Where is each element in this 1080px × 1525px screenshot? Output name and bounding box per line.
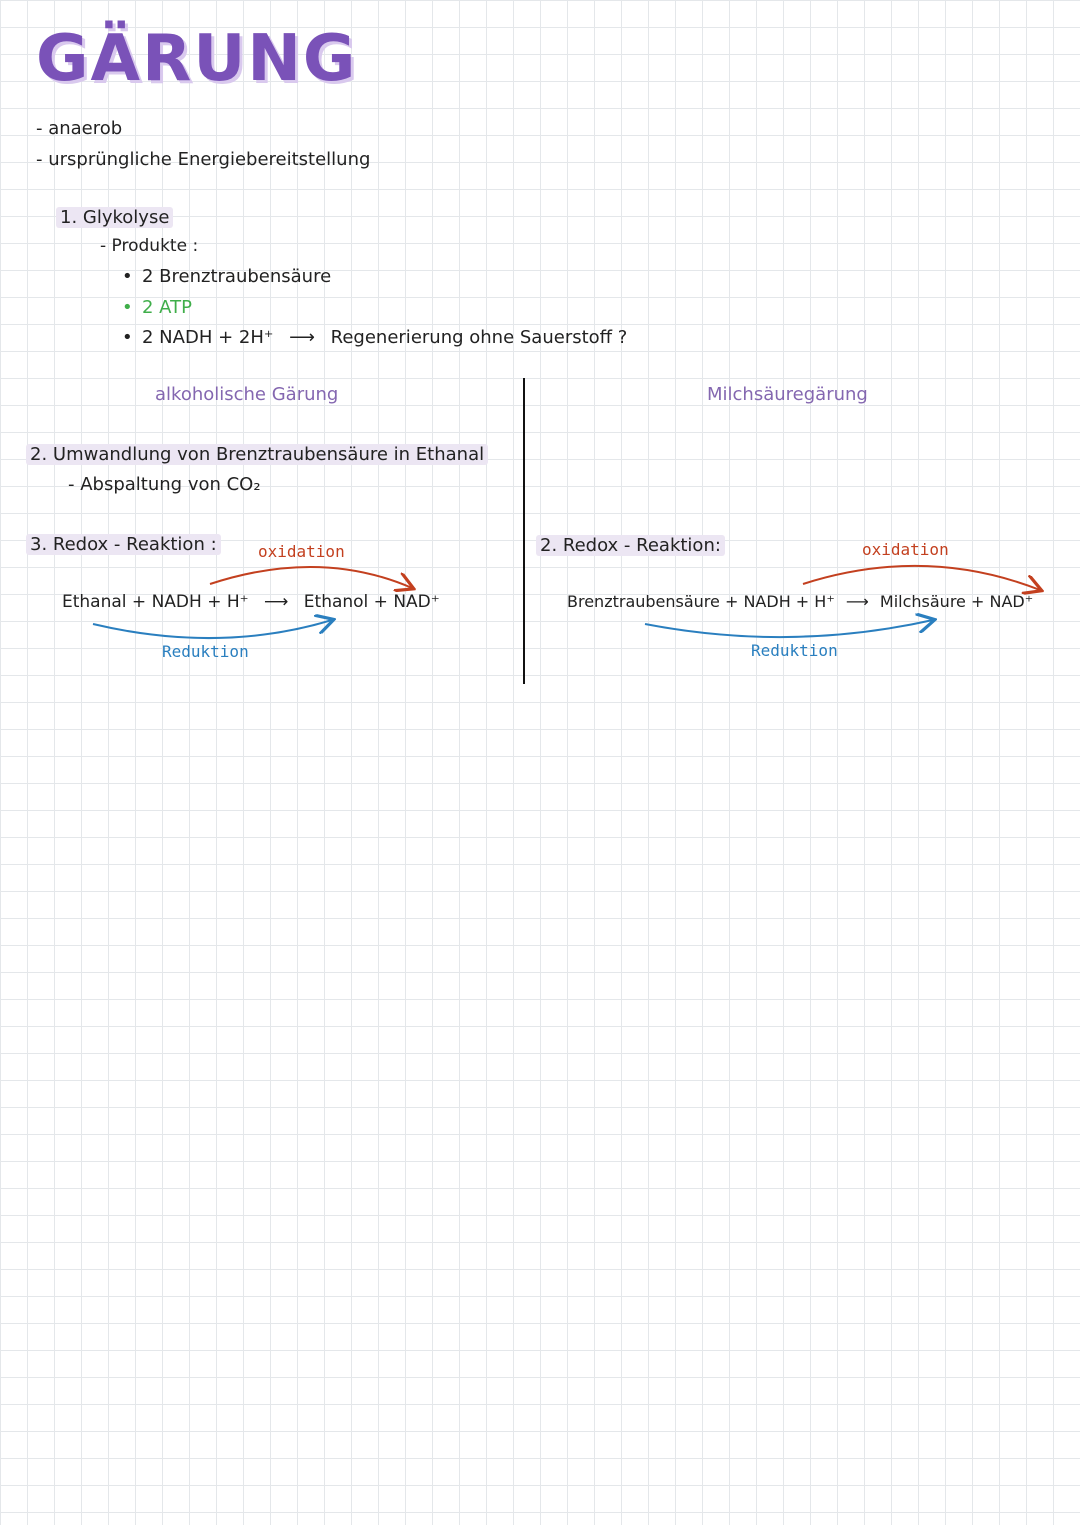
alcoholic-reduction-arrow	[92, 620, 332, 639]
alcoholic-step2: 2. Umwandlung von Brenztraubensäure in E…	[26, 444, 489, 465]
page-title: GÄRUNG	[36, 22, 358, 96]
alcoholic-reduction-label: Reduktion	[162, 642, 249, 661]
alcoholic-step2-sub: - Abspaltung von CO₂	[68, 474, 261, 495]
alcoholic-title: alkoholische Gärung	[155, 384, 339, 405]
bullet-icon: •	[122, 266, 133, 287]
product-item: • 2 Brenztraubensäure	[122, 266, 331, 287]
lactic-title: Milchsäuregärung	[707, 384, 868, 405]
bullet-icon: •	[122, 297, 133, 318]
lactic-eq-right: Milchsäure + NAD⁺	[879, 592, 1034, 611]
product-item: • 2 NADH + 2H⁺ ⟶ Regenerierung ohne Sauer…	[122, 327, 627, 348]
product-nadh: 2 NADH + 2H⁺	[142, 327, 274, 348]
bullet-icon: •	[122, 327, 133, 348]
regeneration-question: Regenerierung ohne Sauerstoff ?	[330, 327, 628, 348]
intro-anaerob: - anaerob	[36, 118, 123, 139]
alcoholic-oxidation-label: oxidation	[258, 542, 345, 561]
alcoholic-step2-text: 2. Umwandlung von Brenztraubensäure in E…	[26, 444, 489, 465]
alcoholic-step3-text: 3. Redox - Reaktion :	[26, 534, 221, 555]
lactic-equation: Brenztraubensäure + NADH + H⁺ ⟶ Milchsäu…	[567, 592, 1033, 611]
alcoholic-eq-right: Ethanol + NAD⁺	[303, 592, 440, 612]
lactic-step2: 2. Redox - Reaktion:	[536, 535, 725, 556]
arrow-icon: ⟶	[845, 592, 869, 611]
product-item: • 2 ATP	[122, 297, 192, 318]
lactic-reduction-label: Reduktion	[751, 641, 838, 660]
alcoholic-equation: Ethanal + NADH + H⁺ ⟶ Ethanol + NAD⁺	[62, 592, 440, 612]
lactic-step2-text: 2. Redox - Reaktion:	[536, 535, 725, 556]
glycolysis-heading: 1. Glykolyse	[56, 207, 174, 228]
intro-energy: - ursprüngliche Energiebereitstellung	[36, 149, 371, 170]
product-atp: 2 ATP	[142, 297, 192, 318]
lactic-oxidation-arrow	[802, 564, 1040, 590]
products-label: - Produkte :	[100, 236, 199, 256]
column-divider	[523, 378, 525, 684]
lactic-eq-left: Brenztraubensäure + NADH + H⁺	[567, 592, 835, 611]
product-pyruvate: 2 Brenztraubensäure	[142, 266, 332, 287]
arrow-icon: ⟶	[264, 592, 289, 612]
alcoholic-oxidation-arrow	[209, 565, 412, 588]
glycolysis-heading-text: 1. Glykolyse	[56, 207, 174, 228]
alcoholic-step3: 3. Redox - Reaktion :	[26, 534, 221, 555]
lactic-reduction-arrow	[644, 620, 933, 639]
alcoholic-eq-left: Ethanal + NADH + H⁺	[62, 592, 249, 612]
arrow-icon: ⟶	[289, 327, 315, 348]
lactic-oxidation-label: oxidation	[862, 540, 949, 559]
